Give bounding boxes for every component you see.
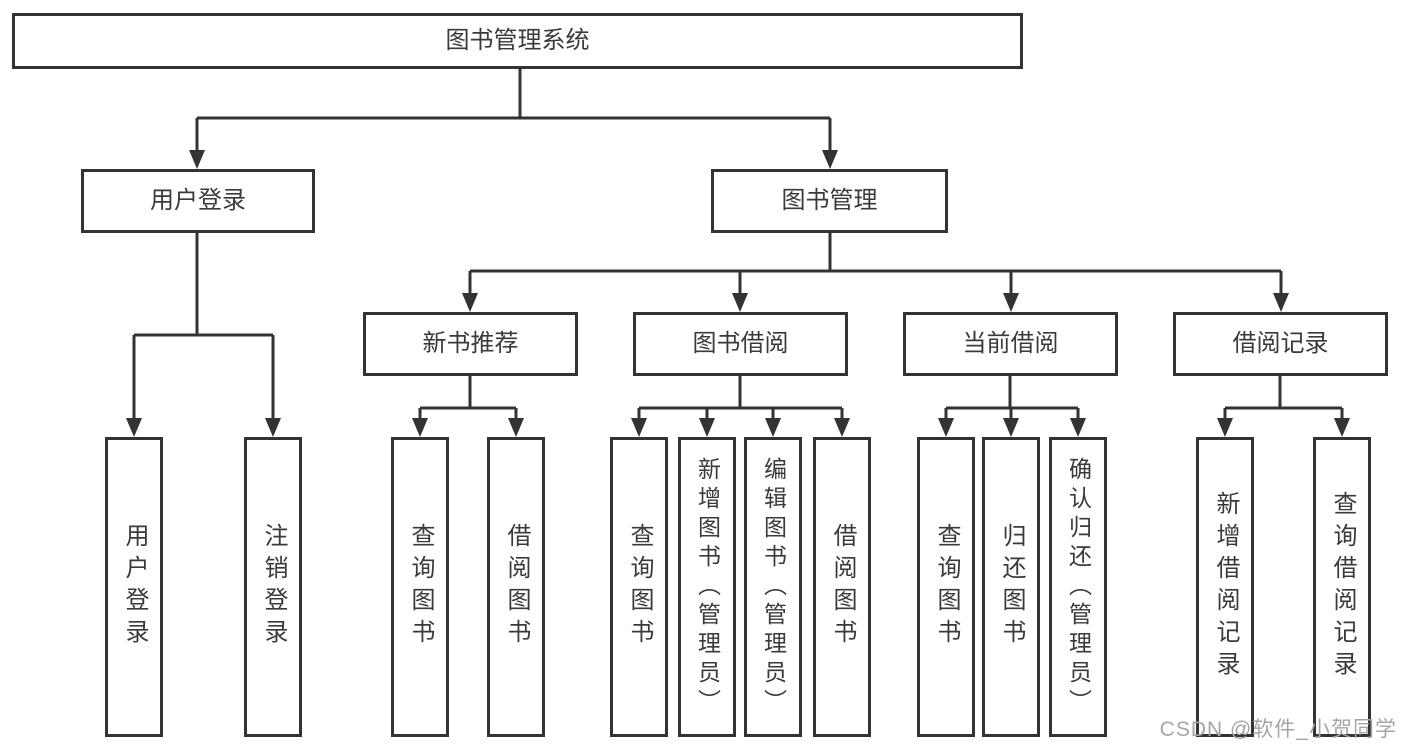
connector-currentborrow-to-children [938, 376, 1086, 437]
node-borrow-records: 借阅记录 [1173, 312, 1388, 376]
leaf-label: 编辑图书（管理员） [760, 456, 787, 718]
leaf-label: 查询图书 [626, 523, 653, 651]
leaf-return-book: 归还图书 [982, 437, 1040, 737]
leaf-label: 注销登录 [260, 523, 287, 651]
leaf-label: 确认归还（管理员） [1065, 456, 1092, 718]
leaf-borrow-books-recommend: 借阅图书 [487, 437, 545, 737]
leaf-label: 查询图书 [407, 523, 434, 651]
leaf-add-book-admin: 新增图书（管理员） [678, 437, 736, 737]
leaf-query-books-borrow: 查询图书 [610, 437, 668, 737]
leaf-label: 新增图书（管理员） [694, 456, 721, 718]
connector-bookmgmt-to-level3 [462, 233, 1289, 312]
leaf-label: 新增借阅记录 [1212, 491, 1239, 683]
leaf-add-borrow-record: 新增借阅记录 [1196, 437, 1254, 737]
leaf-logout: 注销登录 [244, 437, 302, 737]
connector-root-to-level2 [189, 69, 838, 169]
connector-userlogin-to-children [126, 233, 281, 437]
connector-bookborrow-to-children [631, 376, 850, 437]
leaf-borrow-books: 借阅图书 [813, 437, 871, 737]
connector-records-to-children [1217, 376, 1350, 437]
leaf-query-books-current: 查询图书 [917, 437, 975, 737]
node-current-borrow: 当前借阅 [903, 312, 1118, 376]
leaf-query-borrow-record: 查询借阅记录 [1313, 437, 1371, 737]
node-root-system: 图书管理系统 [12, 13, 1023, 69]
node-book-borrow: 图书借阅 [633, 312, 848, 376]
leaf-query-books-recommend: 查询图书 [391, 437, 449, 737]
leaf-label: 查询图书 [933, 523, 960, 651]
leaf-label: 查询借阅记录 [1329, 491, 1356, 683]
node-book-management: 图书管理 [711, 169, 948, 233]
connector-newbook-to-children [412, 376, 524, 437]
csdn-watermark: CSDN @软件_小贺同学 [1159, 718, 1397, 741]
leaf-label: 借阅图书 [829, 523, 856, 651]
leaf-label: 借阅图书 [503, 523, 530, 651]
leaf-edit-book-admin: 编辑图书（管理员） [744, 437, 802, 737]
leaf-label: 归还图书 [998, 523, 1025, 651]
node-new-book-recommend: 新书推荐 [363, 312, 578, 376]
node-user-login: 用户登录 [81, 169, 315, 233]
leaf-label: 用户登录 [121, 523, 148, 651]
leaf-user-login: 用户登录 [105, 437, 163, 737]
leaf-confirm-return-admin: 确认归还（管理员） [1049, 437, 1107, 737]
